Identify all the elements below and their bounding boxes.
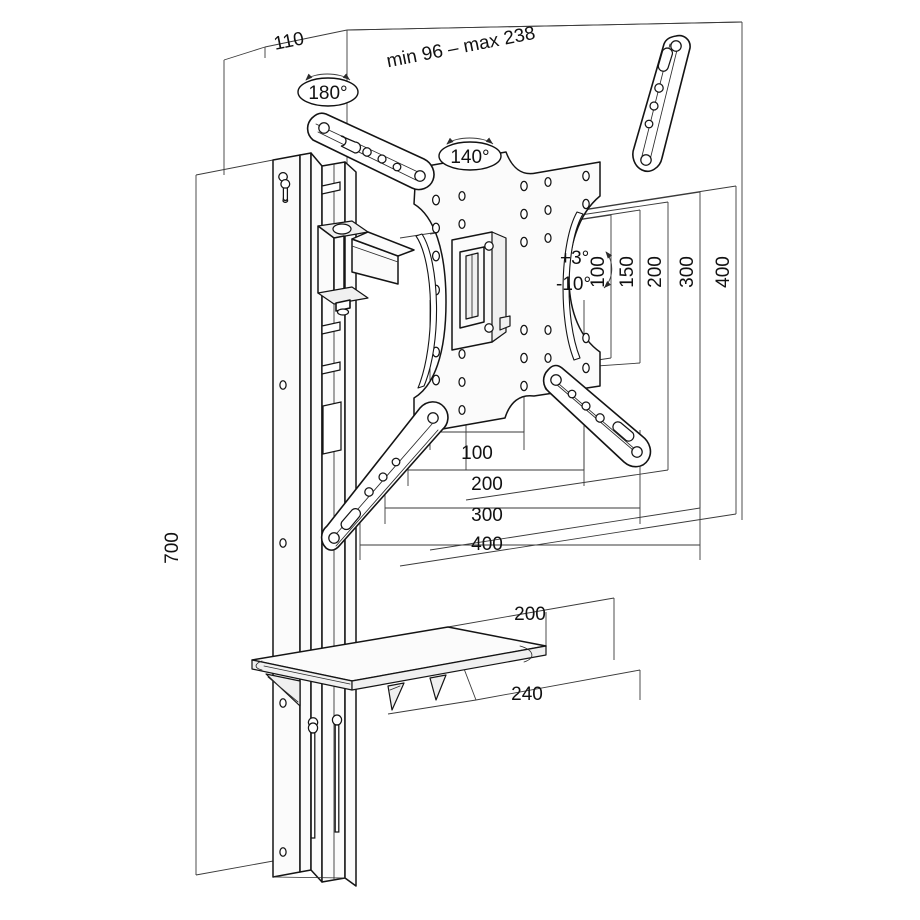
annotation-swivel-140: 140° (438, 137, 502, 171)
annotation-tilt: +3° -10° (556, 248, 613, 295)
vesa-reinforcement-ribs (415, 211, 584, 389)
label-extension-range: min 96 – max 238 (385, 23, 537, 72)
label-v-100: 100 (588, 256, 609, 288)
label-h-400: 400 (471, 534, 503, 555)
label-v-400: 400 (713, 256, 734, 288)
articulating-arm-lower-left (320, 401, 449, 551)
vesa-plate (413, 151, 601, 435)
articulating-arm-lower-right (542, 364, 652, 468)
articulating-arm-upper-left (306, 112, 435, 191)
annotation-rotation-180: 180° (297, 73, 359, 107)
label-v-300: 300 (677, 256, 698, 288)
label-700: 700 (162, 532, 183, 564)
label-h-200: 200 (471, 474, 503, 495)
label-shelf-240: 240 (511, 684, 543, 705)
label-v-200: 200 (645, 256, 666, 288)
dim-110 (223, 29, 348, 182)
label-h-100: 100 (461, 443, 493, 464)
wall-bracket-clamp (317, 220, 415, 316)
glass-shelf (251, 626, 547, 711)
tilt-mechanism (451, 231, 511, 351)
articulating-arm-upper-right (632, 34, 691, 173)
label-shelf-200: 200 (514, 604, 546, 625)
tilt-down-label: -10° (556, 274, 591, 295)
label-v-150: 150 (617, 256, 638, 288)
swivel-label: 140° (450, 147, 489, 168)
tilt-up-label: +3° (560, 248, 589, 269)
rotation-label: 180° (308, 83, 347, 104)
label-110: 110 (272, 28, 306, 54)
label-h-300: 300 (471, 505, 503, 526)
